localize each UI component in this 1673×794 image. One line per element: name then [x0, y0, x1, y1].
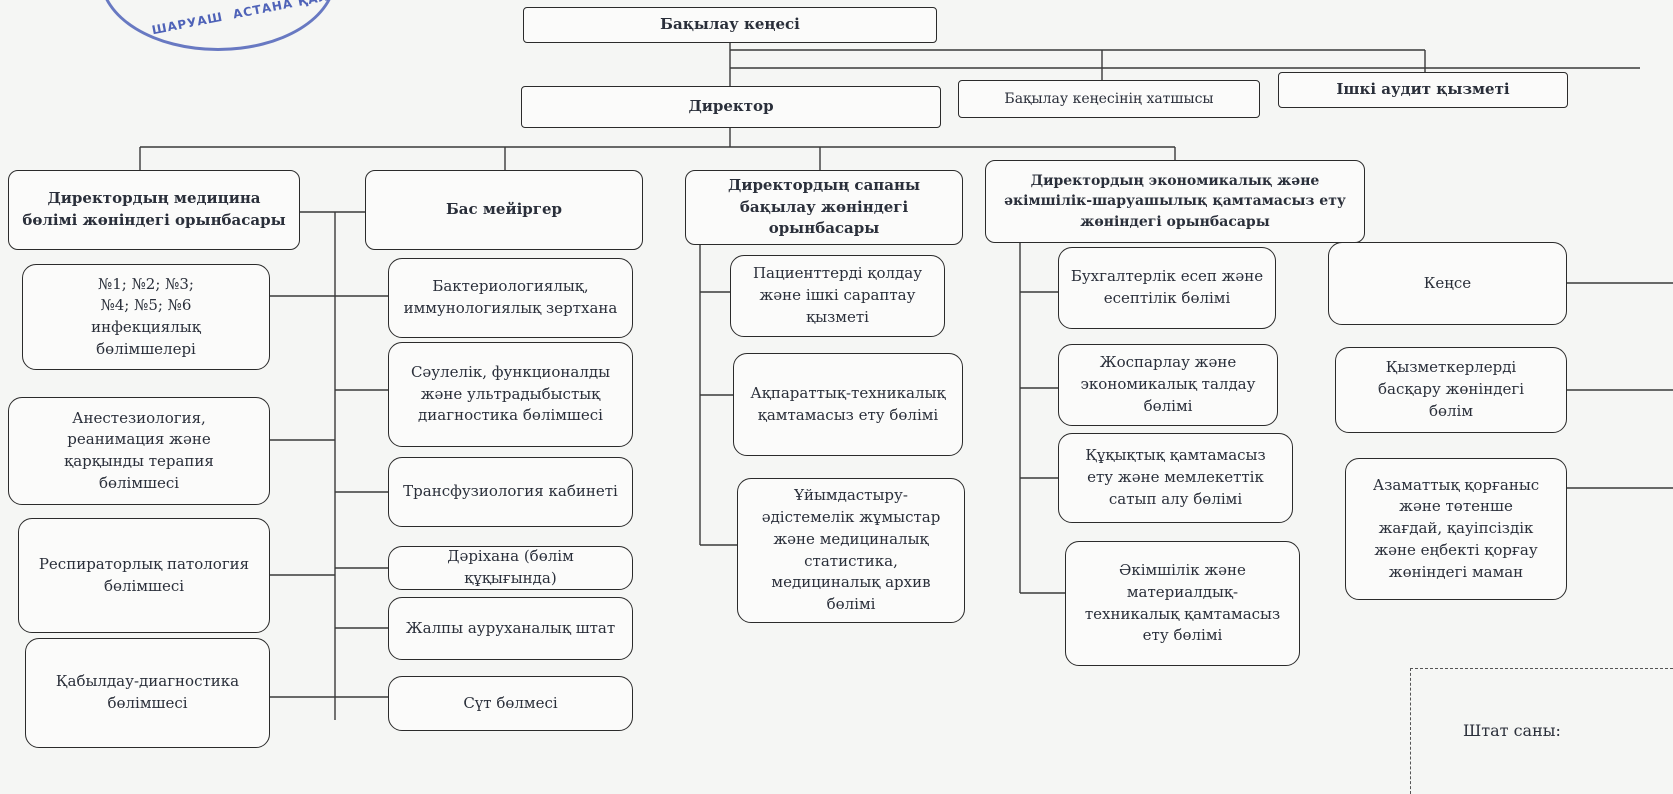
- unit-milk-room: Сүт бөлмесі: [388, 676, 633, 731]
- unit-anesthesiology: Анестезиология, реанимация және қарқынды…: [8, 397, 270, 505]
- unit-respiratory-pathology: Респираторлық патология бөлімшесі: [18, 518, 270, 633]
- unit-patient-support: Пациенттерді қолдау және ішкі сараптау қ…: [730, 255, 945, 337]
- unit-label: Сәулелік, функционалды және ультрадыбыст…: [410, 362, 611, 425]
- unit-label: №1; №2; №3; №4; №5; №6 инфекциялық бөлім…: [91, 274, 201, 358]
- unit-label: Бухгалтерлік есеп және есептілік бөлімі: [1070, 267, 1264, 307]
- unit-label: Трансфузиология кабинеті: [403, 482, 618, 501]
- economic-deputy-box: Директордың экономикалық және әкімшілік-…: [985, 160, 1365, 243]
- unit-label: Қабылдау-диагностика бөлімшесі: [55, 672, 240, 712]
- director-box: Директор: [521, 86, 941, 128]
- unit-label: Пациенттерді қолдау және ішкі сараптау қ…: [752, 264, 923, 326]
- unit-radiology-diagnostics: Сәулелік, функционалды және ультрадыбыст…: [388, 342, 633, 447]
- unit-bacteriology-lab: Бактериологиялық, иммунологиялық зертхан…: [388, 258, 633, 338]
- unit-label: Кеңсе: [1423, 273, 1472, 292]
- staff-count-label: Штат саны:: [1463, 721, 1561, 740]
- unit-label: Респираторлық патология бөлімшесі: [38, 554, 250, 595]
- unit-civil-defense-specialist: Азаматтық қорғаныс және төтенше жағдай, …: [1345, 458, 1567, 600]
- supervisory-board-label: Бақылау кеңесі: [660, 15, 800, 34]
- unit-label: Анестезиология, реанимация және қарқынды…: [64, 408, 214, 492]
- unit-label: Дәріхана (бөлім құқығында): [447, 547, 574, 587]
- unit-administrative-logistics: Әкімшілік және материалдық- техникалық қ…: [1065, 541, 1300, 666]
- unit-label: Құқықтық қамтамасыз ету және мемлекеттік…: [1085, 446, 1266, 508]
- quality-deputy-label: Директордың сапаны бақылау жөніндегі оры…: [727, 175, 921, 238]
- supervisory-board-box: Бақылау кеңесі: [523, 7, 937, 43]
- staff-count-box: Штат саны:: [1410, 668, 1673, 794]
- unit-label: Ұйымдастыру- әдістемелік жұмыстар және м…: [761, 486, 941, 613]
- unit-label: Бактериологиялық, иммунологиялық зертхан…: [403, 277, 618, 317]
- unit-planning-economics: Жоспарлау және экономикалық талдау бөлім…: [1058, 344, 1278, 426]
- unit-infectious-departments: №1; №2; №3; №4; №5; №6 инфекциялық бөлім…: [22, 264, 270, 370]
- director-label: Директор: [688, 97, 774, 116]
- unit-it-support: Ақпараттық-техникалық қамтамасыз ету бөл…: [733, 353, 963, 456]
- unit-label: Азаматтық қорғаныс және төтенше жағдай, …: [1372, 475, 1540, 581]
- unit-hr-management: Қызметкерлерді басқару жөніндегі бөлім: [1335, 347, 1567, 433]
- head-nurse-label: Бас мейіргер: [445, 200, 562, 219]
- unit-legal-procurement: Құқықтық қамтамасыз ету және мемлекеттік…: [1058, 433, 1293, 523]
- unit-transfusiology: Трансфузиология кабинеті: [388, 457, 633, 527]
- unit-admission-diagnostics: Қабылдау-диагностика бөлімшесі: [25, 638, 270, 748]
- board-secretary-box: Бақылау кеңесінің хатшысы: [958, 80, 1260, 118]
- medical-deputy-box: Директордың медицина бөлімі жөніндегі ор…: [8, 170, 300, 250]
- board-secretary-label: Бақылау кеңесінің хатшысы: [1004, 90, 1214, 107]
- unit-label: Жоспарлау және экономикалық талдау бөлім…: [1080, 353, 1256, 415]
- internal-audit-label: Ішкі аудит қызметі: [1336, 80, 1510, 99]
- unit-label: Ақпараттық-техникалық қамтамасыз ету бөл…: [750, 383, 946, 424]
- unit-label: Жалпы ауруханалық штат: [405, 618, 616, 637]
- unit-label: Қызметкерлерді басқару жөніндегі бөлім: [1378, 358, 1524, 420]
- unit-pharmacy: Дәріхана (бөлім құқығында): [388, 546, 633, 590]
- unit-accounting: Бухгалтерлік есеп және есептілік бөлімі: [1058, 247, 1276, 329]
- internal-audit-box: Ішкі аудит қызметі: [1278, 72, 1568, 108]
- unit-label: Әкімшілік және материалдық- техникалық қ…: [1084, 561, 1281, 645]
- unit-general-staff: Жалпы ауруханалық штат: [388, 597, 633, 660]
- quality-deputy-box: Директордың сапаны бақылау жөніндегі оры…: [685, 170, 963, 245]
- medical-deputy-label: Директордың медицина бөлімі жөніндегі ор…: [22, 189, 286, 229]
- unit-methodology-statistics: Ұйымдастыру- әдістемелік жұмыстар және м…: [737, 478, 965, 623]
- unit-office: Кеңсе: [1328, 242, 1567, 325]
- economic-deputy-label: Директордың экономикалық және әкімшілік-…: [1004, 173, 1346, 230]
- head-nurse-box: Бас мейіргер: [365, 170, 643, 250]
- unit-label: Сүт бөлмесі: [463, 693, 558, 712]
